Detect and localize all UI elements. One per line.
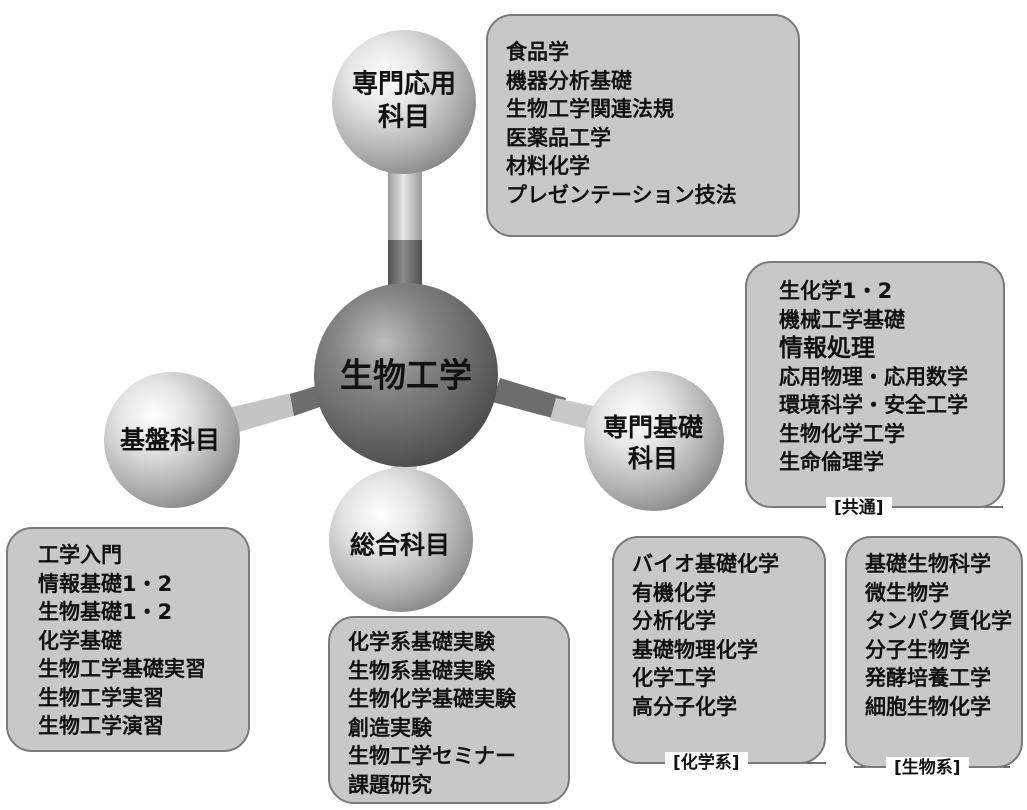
sphere-sogo — [329, 468, 473, 612]
sphere-senmon-oyo — [332, 30, 476, 174]
node-kiban-label: 基盤科目 — [119, 425, 221, 455]
list-item: 情報基礎1・2 — [38, 571, 173, 596]
list-item: 生物工学基礎実習 — [38, 657, 206, 681]
list-item: 食品学 — [506, 40, 569, 64]
list-item: プレゼンテーション技法 — [506, 182, 737, 207]
list-item: 化学基礎 — [38, 628, 122, 653]
list-item: 生物基礎1・2 — [38, 600, 173, 624]
list-item: 微生物学 — [865, 580, 949, 605]
chem-label: [化学系] — [665, 752, 748, 774]
list-item: バイオ基礎化学 — [632, 552, 779, 576]
list-item: 分析化学 — [632, 609, 716, 633]
sphere-kiban — [104, 372, 240, 508]
list-item: 生物化学工学 — [779, 421, 905, 446]
list-item: 生物系基礎実験 — [348, 658, 495, 683]
list-item: 機器分析基礎 — [506, 68, 632, 93]
list-item: 応用物理・応用数学 — [779, 364, 968, 389]
node-sogo-label: 総合科目 — [349, 530, 451, 560]
list-item: 化学系基礎実験 — [348, 630, 495, 654]
sogo-box: 化学系基礎実験 生物系基礎実験 生物化学基礎実験 創造実験 生物工学セミナー 課… — [328, 616, 570, 804]
list-item: 有機化学 — [632, 580, 716, 605]
list-item: 基礎物理化学 — [632, 637, 758, 662]
list-item: 基礎生物科学 — [865, 552, 991, 576]
list-item: 化学工学 — [632, 666, 716, 690]
chem-box: バイオ基礎化学 有機化学 分析化学 基礎物理化学 化学工学 高分子化学 — [612, 536, 826, 764]
list-item: 生物工学実習 — [38, 685, 164, 710]
list-item: 創造実験 — [348, 715, 432, 740]
list-item: 機械工学基礎 — [779, 307, 905, 332]
list-item: 生物工学演習 — [38, 714, 164, 738]
kiban-box: 工学入門 情報基礎1・2 生物基礎1・2 化学基礎 生物工学基礎実習 生物工学実… — [6, 527, 250, 752]
list-item: 発酵培養工学 — [865, 666, 991, 690]
list-item: 工学入門 — [38, 543, 122, 567]
sphere-senmon-kiso — [584, 371, 724, 511]
list-item: 生物工学セミナー — [348, 744, 516, 768]
list-item: 高分子化学 — [632, 694, 737, 719]
list-item: 生物化学基礎実験 — [348, 687, 516, 711]
senmon-oyo-box: 食品学 機器分析基礎 生物工学関連法規 医薬品工学 材料化学 プレゼンテーション… — [486, 14, 800, 237]
bio-label: [生物系] — [886, 757, 969, 779]
list-item: 情報処理 — [779, 334, 875, 362]
sphere-center — [314, 283, 498, 467]
node-senmon-kiso-label: 専門基礎 科目 — [602, 412, 704, 473]
list-item: 生命倫理学 — [779, 450, 884, 474]
list-item: 課題研究 — [348, 772, 432, 797]
list-item: 細胞生物化学 — [865, 694, 991, 719]
common-box: 生化学1・2 機械工学基礎 情報処理 応用物理・応用数学 環境科学・安全工学 生… — [745, 261, 1005, 508]
bio-box: 基礎生物科学 微生物学 タンパク質化学 分子生物学 発酵培養工学 細胞生物化学 — [845, 536, 1023, 768]
list-item: 医薬品工学 — [506, 125, 611, 150]
list-item: 生化学1・2 — [779, 279, 893, 303]
list-item: 環境科学・安全工学 — [779, 393, 968, 417]
list-item: 生物工学関連法規 — [506, 97, 674, 121]
node-senmon-oyo-label: 専門応用 科目 — [351, 69, 457, 133]
common-label: [共通] — [826, 497, 892, 519]
list-item: 分子生物学 — [865, 637, 970, 662]
center-label: 生物工学 — [340, 355, 472, 395]
list-item: 材料化学 — [506, 154, 590, 178]
list-item: タンパク質化学 — [865, 609, 1012, 633]
